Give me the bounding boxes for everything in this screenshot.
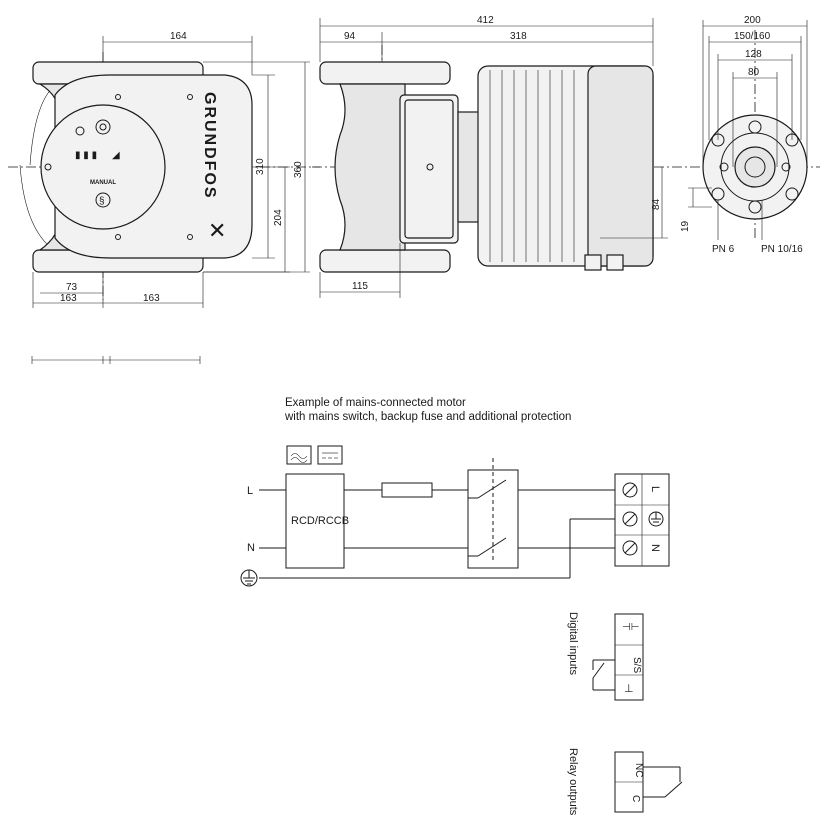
relay-outputs-label: Relay outputs <box>567 748 579 816</box>
flange-hole-br <box>785 187 799 201</box>
relay-contact-switch <box>664 781 683 798</box>
front-brand-logo: GRUNDFOS <box>201 92 218 200</box>
mains-label-L: L <box>247 485 253 497</box>
front-dim-163-right: 163 <box>143 293 160 304</box>
terminal-screw-PE-slot <box>624 513 636 525</box>
front-view: ▮ ▮ ▮ ◢ MANUAL § GRUNDFOS ✕ 164 310 204 … <box>8 31 320 364</box>
flange-label-pn1016: PN 10/16 <box>761 244 803 255</box>
flange-dim-200: 200 <box>744 15 761 26</box>
front-brand-x-logo: ✕ <box>208 218 226 243</box>
flange-hole-l <box>719 162 729 172</box>
terminal-screw-N-icon <box>622 540 638 556</box>
front-indicator-lamp <box>75 126 85 136</box>
dc-symbol-box <box>317 445 343 465</box>
terminal-screw-L-slot <box>624 484 636 496</box>
front-selector-symbol: § <box>99 196 105 207</box>
side-view: 412 94 318 115 84 <box>312 15 690 298</box>
side-terminal-box <box>587 65 654 267</box>
front-screw-bottom <box>115 234 121 240</box>
side-motor-neck <box>457 111 481 223</box>
front-status-light-inner <box>99 123 107 131</box>
side-coupling-inner <box>404 99 454 239</box>
flange-hole-bottom <box>748 200 762 214</box>
front-manual-mark: MANUAL <box>90 180 116 186</box>
side-dim-84: 84 <box>651 198 662 210</box>
flange-bore <box>734 146 776 188</box>
front-selector-knob <box>95 192 111 208</box>
front-bar-indicator: ▮ ▮ ▮ <box>75 150 97 161</box>
side-cable-gland-2 <box>606 254 624 271</box>
ac-wave-icon-2 <box>290 457 308 463</box>
flange-hole-r <box>781 162 791 172</box>
side-pump-housing <box>334 83 406 251</box>
front-status-light <box>95 119 111 135</box>
backup-fuse <box>381 482 433 498</box>
front-dim-164: 164 <box>170 31 187 42</box>
ac-dc-symbol-box <box>286 445 312 465</box>
mains-switch-contact-N <box>477 537 507 557</box>
wiring-caption-line1: Example of mains-connected motor <box>285 397 466 409</box>
side-dim-94: 94 <box>344 31 356 42</box>
digital-input-terminal-icon: ⊣⊢ <box>622 622 639 633</box>
flange-dim-80: 80 <box>748 67 760 78</box>
side-coupling-bolt <box>426 163 434 171</box>
digital-input-ss-label: S/S <box>631 657 642 673</box>
relay-output-c-label: C <box>630 795 641 802</box>
side-dim-412: 412 <box>477 15 494 26</box>
flange-hole-top <box>748 120 762 134</box>
terminal-screw-PE-icon <box>622 511 638 527</box>
side-flange-bottom <box>319 249 451 273</box>
front-screw-bottom-right <box>187 234 193 240</box>
front-dim-204: 204 <box>273 209 284 226</box>
front-dim-360: 360 <box>293 161 304 178</box>
side-dim-115: 115 <box>352 281 368 292</box>
mains-switch-contact-L <box>477 479 507 499</box>
terminal-label-N: N <box>649 544 661 552</box>
flange-view: 200 150/160 128 80 19 PN 6 PN 10/16 <box>680 15 820 255</box>
relay-output-nc-label: NC <box>633 763 644 777</box>
side-dim-318: 318 <box>510 31 527 42</box>
flange-label-pn6: PN 6 <box>712 244 735 255</box>
rcd-rccb-label: RCD/RCCB <box>291 515 349 527</box>
digital-input-ground-icon: ⊥ <box>624 683 634 695</box>
digital-inputs-label: Digital inputs <box>567 612 579 675</box>
terminal-screw-N-slot <box>624 542 636 554</box>
flange-dim-150-160: 150/160 <box>734 31 771 42</box>
front-signal-icon: ◢ <box>112 150 120 161</box>
side-flange-top <box>319 61 451 85</box>
front-screw-left <box>44 163 52 171</box>
flange-dim-128: 128 <box>745 49 762 60</box>
front-control-panel <box>40 104 166 230</box>
front-dim-163-left: 163 <box>60 293 77 304</box>
flange-dim-19: 19 <box>680 220 691 232</box>
mains-switch-box <box>467 469 519 569</box>
front-dim-73: 73 <box>66 282 78 293</box>
side-cable-gland-1 <box>584 254 602 271</box>
front-dim-310: 310 <box>255 158 266 175</box>
mains-label-N: N <box>247 542 255 554</box>
front-screw-top-right <box>187 94 193 100</box>
terminal-screw-L-icon <box>622 482 638 498</box>
digital-input-contact-switch <box>592 662 605 679</box>
rcd-rccb-box <box>285 473 345 569</box>
terminal-label-L: L <box>649 486 661 492</box>
wiring-caption-line2: with mains switch, backup fuse and addit… <box>284 411 571 423</box>
digital-input-terminal-block <box>614 613 644 701</box>
flange-bore-inner <box>744 156 766 178</box>
ac-wave-icon <box>290 453 308 459</box>
front-screw-top <box>115 94 121 100</box>
wiring-diagram: Example of mains-connected motor with ma… <box>240 397 683 816</box>
